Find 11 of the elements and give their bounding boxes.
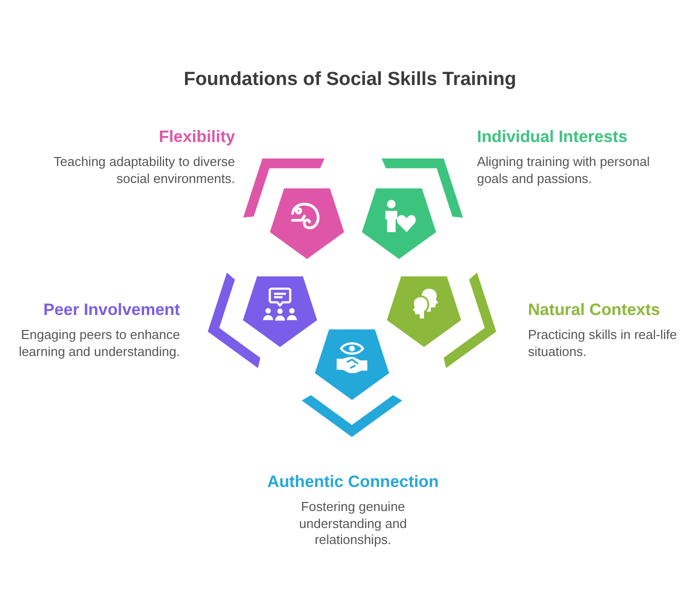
item-description: Fostering genuine understanding and relationships. (299, 499, 407, 547)
item-title: Natural Contexts (528, 301, 660, 319)
item-description: Practicing skills in real-life situations. (528, 327, 677, 358)
item-description: Teaching adaptability to diverse social environments. (54, 154, 235, 186)
diagram-title: Foundations of Social Skills Training (184, 69, 516, 91)
item-title: Flexibility (158, 128, 235, 146)
item-description: Aligning training with personal goals and passions. (477, 154, 650, 186)
item-description: Engaging peers to enhance learning and understanding. (18, 327, 180, 358)
item-title: Authentic Connection (267, 473, 439, 491)
item-title: Individual Interests (477, 128, 628, 146)
item-title: Peer Involvement (43, 301, 180, 319)
